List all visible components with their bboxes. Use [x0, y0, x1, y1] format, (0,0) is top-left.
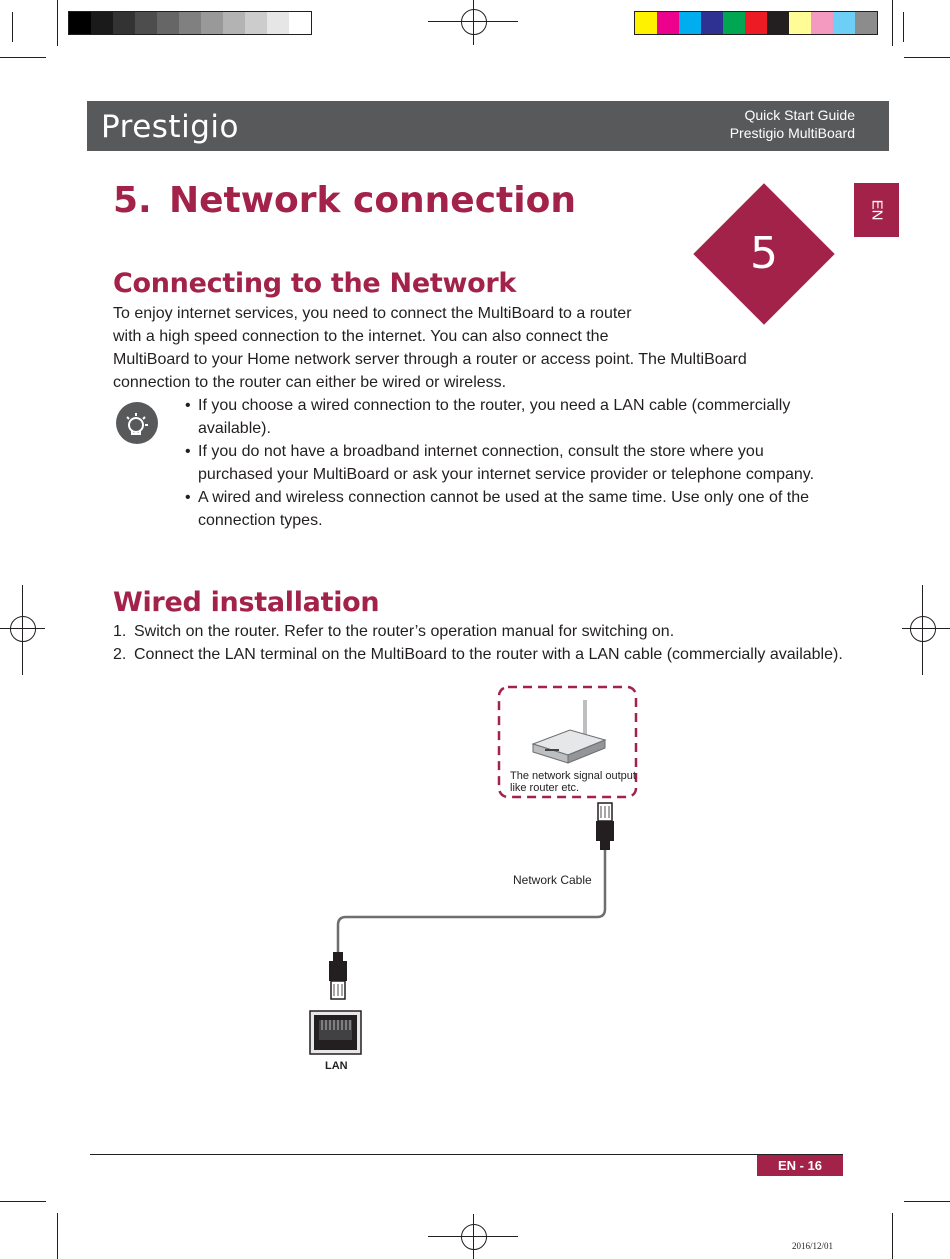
registration-mark	[10, 616, 36, 642]
wired-steps: 1. Switch on the router. Refer to the rou…	[113, 620, 843, 666]
cable-label: Network Cable	[513, 873, 592, 887]
color-swatch	[657, 12, 679, 34]
lan-label: LAN	[325, 1060, 348, 1072]
crop-mark	[892, 0, 893, 46]
color-swatch	[745, 12, 767, 34]
crop-mark	[57, 0, 58, 46]
list-item: 1. Switch on the router. Refer to the rou…	[113, 620, 843, 643]
crop-mark	[904, 57, 950, 58]
list-item: 2. Connect the LAN terminal on the MultiB…	[113, 643, 843, 666]
step-text: Connect the LAN terminal on the MultiBoa…	[134, 646, 843, 663]
crop-mark	[473, 0, 474, 45]
page-number: EN - 16	[757, 1155, 843, 1176]
color-swatch	[833, 12, 855, 34]
chapter-badge-number: 5	[750, 228, 778, 279]
list-item: If you choose a wired connection to the …	[185, 394, 835, 440]
step-number: 1.	[113, 623, 127, 640]
rj45-connector-icon	[329, 952, 347, 1000]
section-title: Network connection	[169, 180, 576, 221]
crop-mark	[57, 1213, 58, 1259]
color-swatch	[223, 12, 245, 34]
registration-mark	[461, 9, 487, 35]
color-swatch	[701, 12, 723, 34]
list-item: If you do not have a broadband internet …	[185, 440, 835, 486]
list-item: A wired and wireless connection cannot b…	[185, 486, 835, 532]
router-icon	[531, 700, 607, 764]
color-swatches	[634, 11, 878, 35]
color-swatch	[113, 12, 135, 34]
color-swatch	[135, 12, 157, 34]
color-swatch	[91, 12, 113, 34]
paragraph-line: To enjoy internet services, you need to …	[113, 305, 632, 322]
crop-mark	[922, 585, 923, 675]
crop-mark	[903, 12, 904, 42]
registration-mark	[461, 1224, 487, 1250]
paragraph-line: with a high speed connection to the inte…	[113, 328, 609, 345]
color-swatch	[289, 12, 311, 34]
registration-mark	[910, 616, 936, 642]
grayscale-swatches	[68, 11, 312, 35]
rj45-connector-icon	[596, 802, 614, 850]
header-bar: Prestigio Quick Start Guide Prestigio Mu…	[87, 101, 889, 151]
section-number: 5.	[113, 180, 152, 221]
color-swatch	[267, 12, 289, 34]
color-swatch	[201, 12, 223, 34]
lightbulb-icon	[116, 402, 158, 444]
print-date: 2016/12/01	[792, 1241, 834, 1251]
router-caption-line: The network signal output	[510, 770, 636, 782]
paragraph-line: connection to the router can either be w…	[113, 374, 507, 391]
tip-list: If you choose a wired connection to the …	[185, 394, 835, 532]
connecting-paragraph: To enjoy internet services, you need to …	[113, 302, 833, 394]
header-line-1: Quick Start Guide	[744, 107, 856, 123]
brand-logo: Prestigio	[101, 109, 239, 145]
color-swatch	[635, 12, 657, 34]
crop-mark	[473, 1214, 474, 1259]
crop-mark	[892, 1213, 893, 1259]
color-swatch	[179, 12, 201, 34]
color-swatch	[855, 12, 877, 34]
color-swatch	[245, 12, 267, 34]
color-swatch	[679, 12, 701, 34]
color-swatch	[767, 12, 789, 34]
header-title: Quick Start Guide Prestigio MultiBoard	[730, 106, 855, 142]
color-swatch	[789, 12, 811, 34]
page-title: 5. Network connection	[113, 180, 576, 221]
lan-port-icon	[309, 1010, 362, 1055]
step-text: Switch on the router. Refer to the route…	[134, 623, 675, 640]
crop-mark	[0, 1201, 46, 1202]
color-swatch	[69, 12, 91, 34]
network-cable	[336, 850, 607, 952]
crop-mark	[22, 585, 23, 675]
router-caption: The network signal output like router et…	[510, 770, 636, 794]
header-line-2: Prestigio MultiBoard	[729, 125, 855, 141]
crop-mark	[12, 12, 13, 42]
color-swatch	[811, 12, 833, 34]
router-caption-line: like router etc.	[510, 782, 580, 794]
connecting-heading: Connecting to the Network	[113, 268, 517, 299]
crop-mark	[0, 57, 46, 58]
step-number: 2.	[113, 646, 127, 663]
language-tab: EN	[854, 183, 899, 237]
crop-mark	[902, 628, 950, 629]
wired-heading: Wired installation	[113, 587, 380, 618]
footer-divider	[90, 1154, 843, 1155]
crop-mark	[904, 1201, 950, 1202]
color-swatch	[723, 12, 745, 34]
color-swatch	[157, 12, 179, 34]
paragraph-line: MultiBoard to your Home network server t…	[113, 351, 747, 368]
